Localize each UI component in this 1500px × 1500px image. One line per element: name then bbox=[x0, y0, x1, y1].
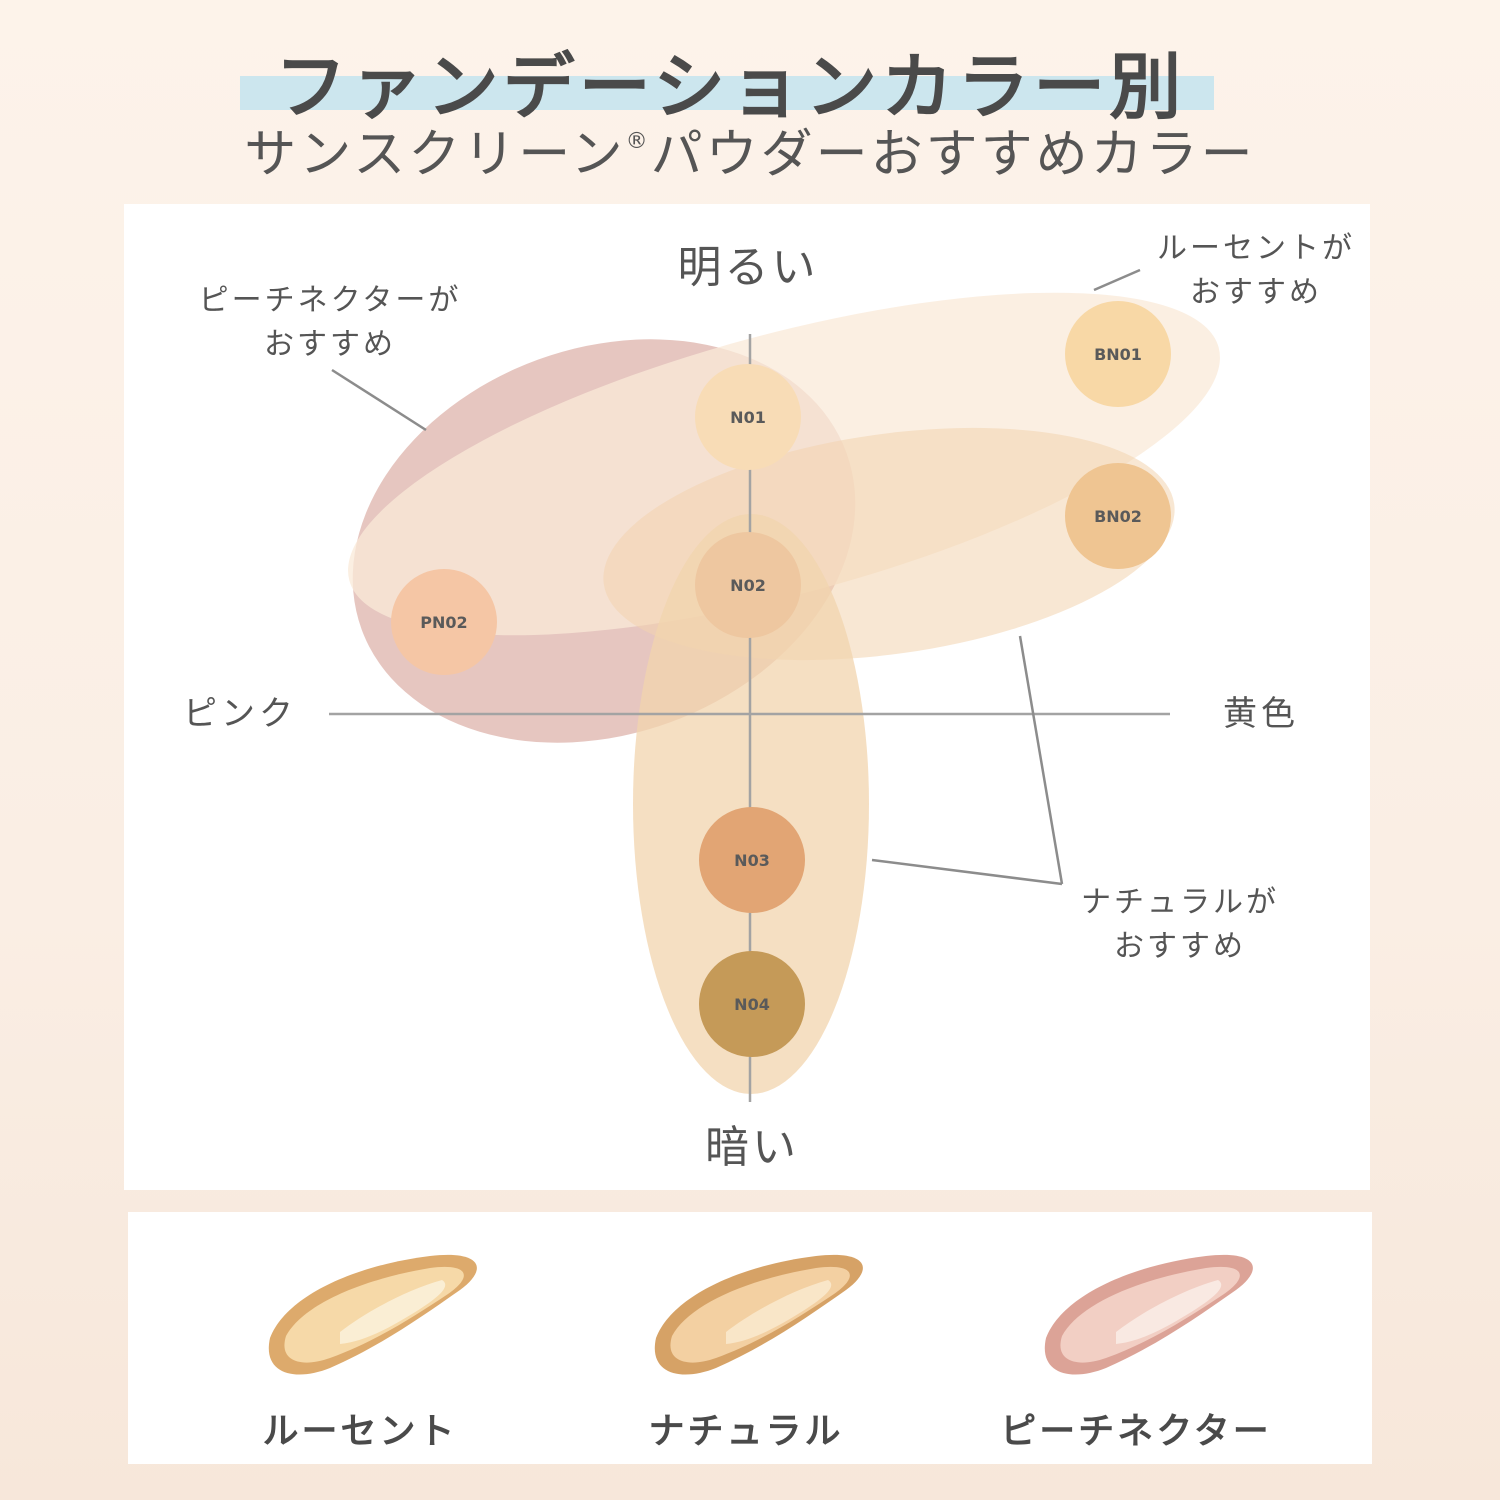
powder-smear-highlight bbox=[726, 1280, 832, 1344]
natural-leader-line-b bbox=[871, 858, 1063, 886]
swatch-n04: N04 bbox=[699, 951, 805, 1057]
registered-mark: ® bbox=[625, 129, 651, 154]
swatch-circle bbox=[1065, 301, 1171, 407]
powder-swatch-image bbox=[1044, 1254, 1253, 1375]
callout-natural-line1: ナチュラルが bbox=[1081, 885, 1279, 920]
swatch-n02: N02 bbox=[695, 532, 801, 638]
powder-label: ルーセント bbox=[262, 1411, 458, 1452]
axis-label-pink: ピンク bbox=[183, 694, 297, 734]
swatch-circle bbox=[699, 807, 805, 913]
powder-sample-natural: ナチュラル bbox=[576, 1228, 916, 1464]
lucent-leader-line bbox=[1093, 268, 1141, 292]
swatch-code: N03 bbox=[734, 851, 770, 870]
powder-swatch-image bbox=[654, 1254, 863, 1375]
page-title: ファンデーションカラー別 bbox=[274, 45, 1186, 129]
color-map-diagram: N01 N02 N03 N04 BN01 BN02 PN02 明るい 暗い ピ bbox=[183, 231, 1355, 1173]
powder-sample-peach-nectar: ピーチネクター bbox=[966, 1228, 1306, 1464]
natural-leader-line-a bbox=[1018, 635, 1064, 885]
swatch-code: BN02 bbox=[1094, 507, 1142, 526]
powder-samples-panel: ルーセント ナチュラル ピーチネクター bbox=[128, 1212, 1372, 1464]
swatch-code: N04 bbox=[734, 995, 770, 1014]
swatch-code: BN01 bbox=[1094, 345, 1142, 364]
callout-peach-line2: おすすめ bbox=[264, 327, 396, 362]
page-subtitle: サンスクリーン®パウダーおすすめカラー bbox=[0, 112, 1500, 187]
callout-natural-line2: おすすめ bbox=[1114, 929, 1246, 964]
swatch-circle bbox=[695, 364, 801, 470]
color-map-panel: N01 N02 N03 N04 BN01 BN02 PN02 明るい 暗い ピ bbox=[124, 204, 1370, 1190]
swatch-n03: N03 bbox=[699, 807, 805, 913]
axis-label-bright: 明るい bbox=[678, 242, 819, 293]
swatch-circle bbox=[695, 532, 801, 638]
swatch-pn02: PN02 bbox=[391, 569, 497, 675]
swatch-circle bbox=[391, 569, 497, 675]
callout-lucent-line1: ルーセントが bbox=[1157, 231, 1355, 266]
peach-leader-line bbox=[331, 368, 427, 432]
powder-smear-highlight bbox=[1116, 1280, 1222, 1344]
powder-label: ピーチネクター bbox=[1000, 1411, 1272, 1452]
subtitle-rest: パウダーおすすめカラー bbox=[650, 125, 1256, 185]
axis-label-dark: 暗い bbox=[705, 1122, 799, 1173]
swatch-bn02: BN02 bbox=[1065, 463, 1171, 569]
swatch-code: N02 bbox=[730, 576, 766, 595]
title-highlight-band bbox=[240, 76, 1214, 110]
powder-swatch-image bbox=[268, 1254, 477, 1375]
swatch-code: N01 bbox=[730, 408, 766, 427]
axis-label-yellow: 黄色 bbox=[1223, 694, 1299, 734]
swatch-circle bbox=[699, 951, 805, 1057]
powder-sample-lucent: ルーセント bbox=[190, 1228, 530, 1464]
powder-label: ナチュラル bbox=[648, 1411, 844, 1452]
swatch-code: PN02 bbox=[420, 613, 467, 632]
subtitle-main: サンスクリーン bbox=[244, 125, 626, 185]
callout-lucent-line2: おすすめ bbox=[1190, 275, 1322, 310]
swatch-bn01: BN01 bbox=[1065, 301, 1171, 407]
swatch-n01: N01 bbox=[695, 364, 801, 470]
powder-smear-highlight bbox=[340, 1280, 446, 1344]
callout-peach-line1: ピーチネクターが bbox=[199, 283, 462, 318]
swatch-circle bbox=[1065, 463, 1171, 569]
